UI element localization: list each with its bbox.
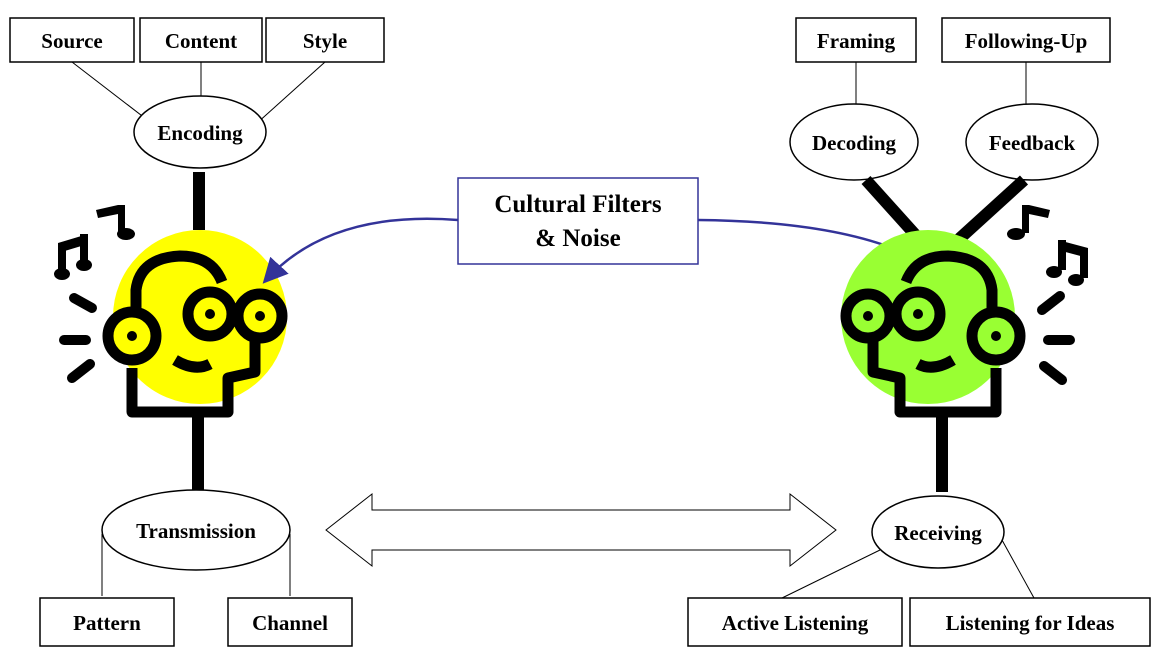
content-label: Content: [165, 29, 237, 53]
receiver-bottom-bar: [936, 416, 948, 492]
decoding-label: Decoding: [812, 131, 897, 155]
receiving-connectors: [781, 539, 1035, 599]
active-listening-box: Active Listening: [687, 597, 903, 647]
framing-label: Framing: [817, 29, 896, 53]
feedback-node: Feedback: [965, 103, 1099, 181]
content-box: Content: [139, 17, 263, 63]
following-up-box: Following-Up: [941, 17, 1111, 63]
feedback-label: Feedback: [989, 131, 1076, 155]
listening-for-ideas-label: Listening for Ideas: [946, 611, 1115, 635]
channel-box: Channel: [227, 597, 353, 647]
double-arrow-icon: [325, 492, 837, 568]
cultural-filters-line2: & Noise: [535, 225, 620, 252]
style-box: Style: [265, 17, 385, 63]
style-label: Style: [303, 29, 347, 53]
framing-box: Framing: [795, 17, 917, 63]
receiving-label: Receiving: [894, 521, 982, 545]
encoding-node: Encoding: [133, 95, 267, 169]
receiver-face-icon: [840, 205, 1088, 418]
sender-face-icon: [54, 205, 288, 418]
source-box: Source: [9, 17, 135, 63]
active-listening-label: Active Listening: [722, 611, 869, 635]
transmission-node: Transmission: [101, 489, 291, 596]
pattern-box: Pattern: [39, 597, 175, 647]
sender-top-bar: [193, 172, 205, 230]
encoding-label: Encoding: [157, 121, 243, 145]
channel-label: Channel: [252, 611, 328, 635]
pattern-label: Pattern: [73, 611, 141, 635]
filter-arrow-left: [262, 217, 459, 284]
cultural-filters-box: Cultural Filters & Noise: [457, 177, 699, 265]
following-up-label: Following-Up: [965, 29, 1088, 53]
listening-for-ideas-box: Listening for Ideas: [909, 597, 1151, 647]
receiver-antennae: [861, 175, 1029, 245]
source-label: Source: [41, 29, 102, 53]
sender-bottom-bar: [192, 416, 204, 492]
cultural-filters-line1: Cultural Filters: [494, 191, 662, 218]
transmission-label: Transmission: [136, 519, 256, 543]
receiving-node: Receiving: [871, 495, 1005, 569]
encoding-connectors: [71, 61, 326, 125]
decoding-node: Decoding: [789, 103, 919, 181]
